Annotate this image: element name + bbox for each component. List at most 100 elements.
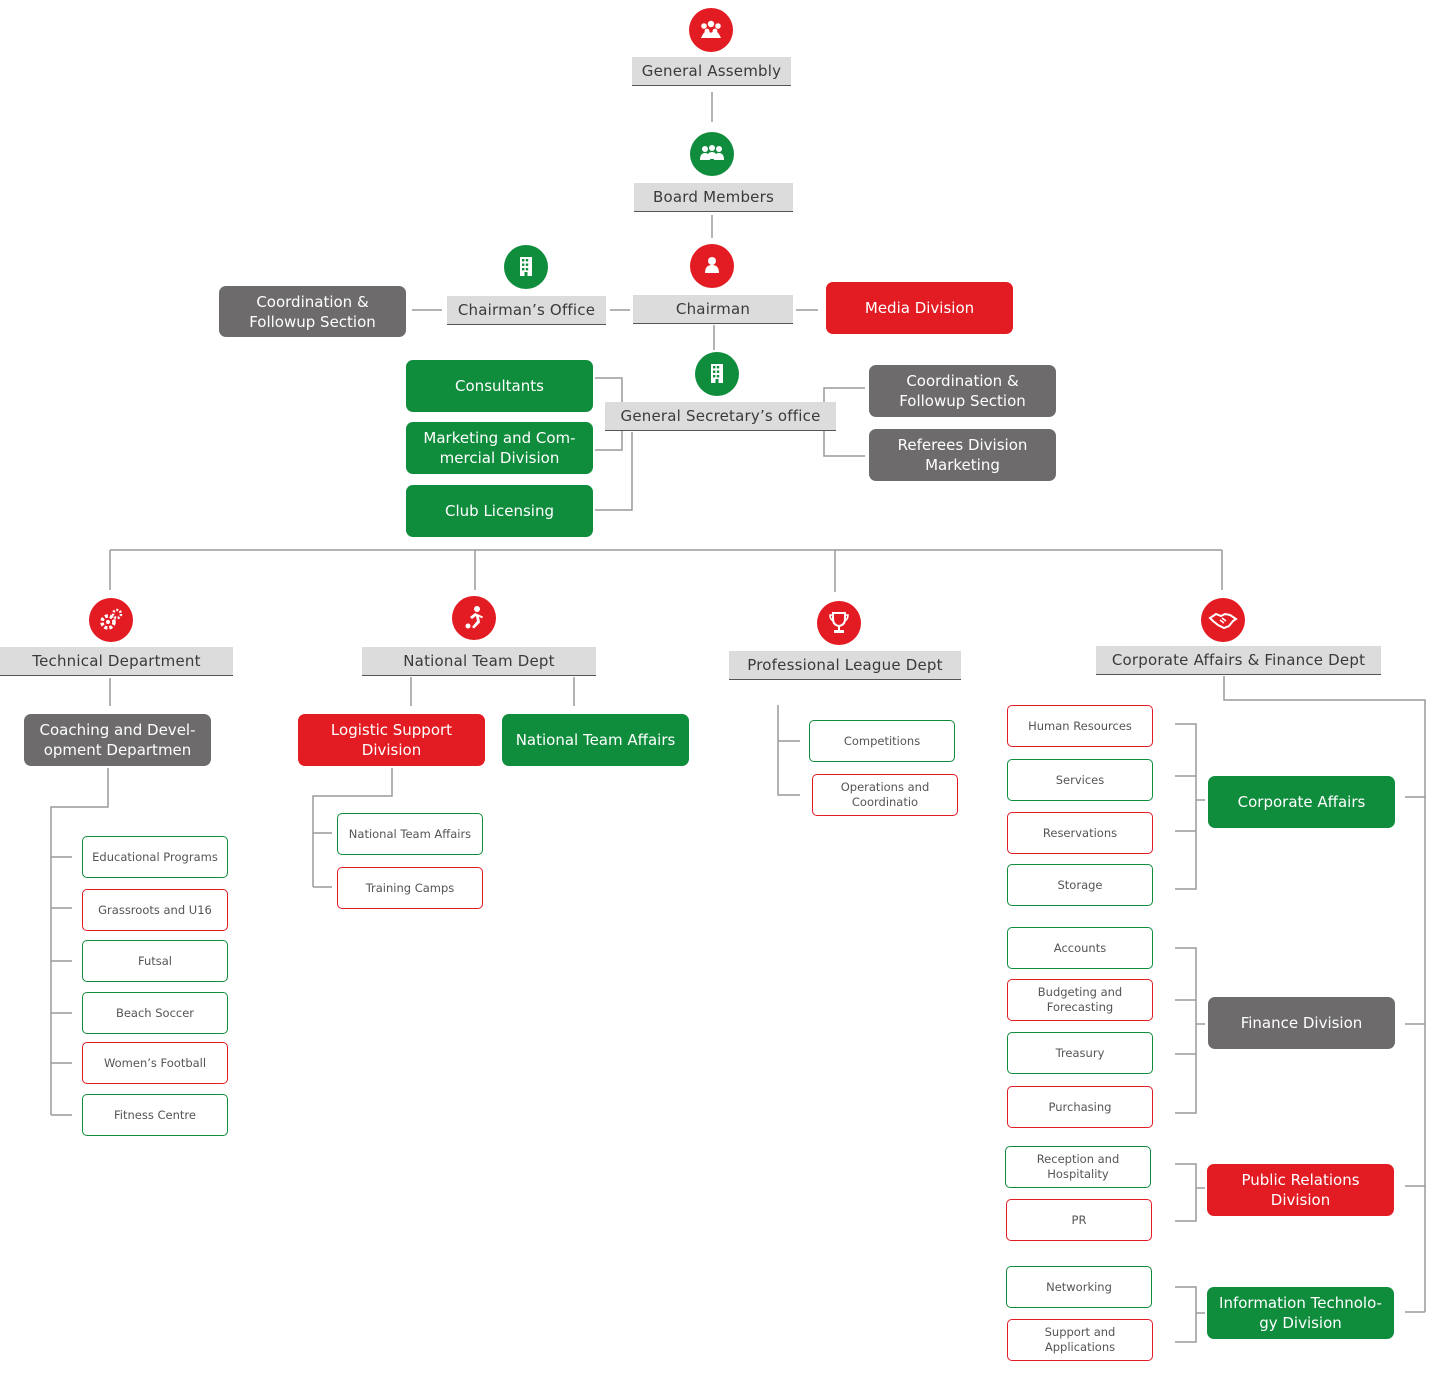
finance-sub-item: Purchasing (1007, 1086, 1153, 1128)
national-sub-item: Training Camps (337, 867, 483, 909)
corporate-affairs-sub-item: Storage (1007, 864, 1153, 906)
league-sub-item: Competitions (809, 720, 955, 762)
consultants-text: Consultants (455, 377, 544, 395)
coordination-followup-left: Coordination & Followup Section (219, 286, 406, 337)
public-relations-division-text: Public Relations Division (1241, 1171, 1360, 1209)
national-sub-item: National Team Affairs (337, 813, 483, 855)
building-icon (695, 352, 739, 396)
corporate-affairs-sub-item-text: Storage (1057, 877, 1103, 892)
corporate-affairs-sub-item: Reservations (1007, 812, 1153, 854)
media-division-text: Media Division (864, 299, 975, 317)
connector-line (1175, 723, 1197, 890)
people-group-icon (689, 8, 733, 52)
technical-sub-item-text: Beach Soccer (115, 1005, 195, 1020)
finance-sub-item-text: Budgeting and Forecasting (1037, 985, 1123, 1014)
technical-sub-item-text: Educational Programs (92, 849, 218, 864)
national-team-affairs-division: National Team Affairs (502, 714, 689, 766)
technical-sub-item: Educational Programs (82, 836, 228, 878)
board-members-icon (690, 132, 734, 176)
connector-line (1175, 1286, 1197, 1343)
public-relations-division: Public Relations Division (1207, 1164, 1394, 1216)
technical-sub-item-text: Women’s Football (103, 1055, 207, 1070)
gears-icon (89, 598, 133, 642)
finance-division: Finance Division (1208, 997, 1395, 1049)
it-division: Information Technolo-gy Division (1207, 1287, 1394, 1339)
marketing-commercial-division-text: Marketing and Com-mercial Division (423, 429, 576, 467)
handshake-icon (1201, 598, 1245, 642)
finance-sub-item: Treasury (1007, 1032, 1153, 1074)
corporate-affairs-division-text: Corporate Affairs (1237, 793, 1366, 811)
technical-sub-item-text: Grassroots and U16 (98, 902, 212, 917)
corporate-affairs-sub-item-text: Reservations (1042, 825, 1118, 840)
general-secretary-label-text: General Secretary’s office (620, 407, 821, 425)
board-members-label-text: Board Members (653, 188, 774, 206)
technical-sub-item: Grassroots and U16 (82, 889, 228, 931)
connector-line (1175, 947, 1197, 1114)
marketing-commercial-division: Marketing and Com-mercial Division (406, 422, 593, 474)
finance-sub-item-text: Accounts (1053, 940, 1107, 955)
finance-sub-item-text: Treasury (1055, 1045, 1105, 1060)
chairman-label: Chairman (633, 295, 793, 324)
club-licensing-text: Club Licensing (445, 502, 554, 520)
national-team-dept-label-text: National Team Dept (403, 652, 555, 670)
league-sub-item-text: Operations and Coordinatio (840, 780, 930, 809)
technical-sub-item: Women’s Football (82, 1042, 228, 1084)
technical-sub-item: Futsal (82, 940, 228, 982)
connector-line (1223, 676, 1426, 1312)
connector-line (1175, 1163, 1197, 1222)
technical-sub-item: Beach Soccer (82, 992, 228, 1034)
club-licensing: Club Licensing (406, 485, 593, 537)
technical-sub-item: Fitness Centre (82, 1094, 228, 1136)
trophy-icon (817, 601, 861, 645)
coordination-followup-left-text: Coordination & Followup Section (249, 292, 376, 331)
technical-department-label-text: Technical Department (32, 652, 201, 670)
coordination-followup-right-text: Coordination & Followup Section (899, 372, 1026, 410)
corporate-affairs-sub-item-text: Services (1055, 772, 1105, 787)
public-relations-sub-item-text: Reception and Hospitality (1036, 1152, 1120, 1181)
finance-sub-item: Budgeting and Forecasting (1007, 979, 1153, 1021)
corporate-finance-dept-label: Corporate Affairs & Finance Dept (1096, 646, 1381, 675)
coaching-development-dept-text: Coaching and Devel-opment Departmen (39, 721, 196, 759)
building-icon (504, 245, 548, 289)
person-icon (690, 244, 734, 288)
national-team-affairs-division-text: National Team Affairs (515, 731, 676, 749)
public-relations-sub-item-text: PR (1071, 1212, 1087, 1227)
chairmans-office-label-text: Chairman’s Office (457, 301, 596, 319)
connector-line (312, 768, 393, 887)
corporate-finance-dept-label-text: Corporate Affairs & Finance Dept (1111, 651, 1366, 669)
general-secretary-label: General Secretary’s office (605, 402, 836, 431)
national-sub-item-text: National Team Affairs (348, 826, 472, 841)
corporate-affairs-sub-item-text: Human Resources (1028, 718, 1132, 733)
technical-department-label: Technical Department (0, 647, 233, 676)
chairmans-office-label: Chairman’s Office (447, 296, 606, 325)
coaching-development-dept: Coaching and Devel-opment Departmen (24, 714, 211, 766)
general-assembly-label-text: General Assembly (641, 62, 782, 80)
consultants: Consultants (406, 360, 593, 412)
finance-sub-item: Accounts (1007, 927, 1153, 969)
finance-sub-item-text: Purchasing (1048, 1099, 1112, 1114)
technical-sub-item-text: Futsal (137, 953, 173, 968)
coordination-followup-right: Coordination & Followup Section (869, 365, 1056, 417)
connector-line (777, 705, 800, 796)
professional-league-dept-label: Professional League Dept (729, 651, 961, 680)
logistic-support-division: Logistic Support Division (298, 714, 485, 766)
public-relations-sub-item: PR (1006, 1199, 1152, 1241)
technical-sub-item-text: Fitness Centre (114, 1107, 196, 1122)
referees-division-marketing: Referees Division Marketing (869, 429, 1056, 481)
soccer-player-icon (452, 596, 496, 640)
league-sub-item: Operations and Coordinatio (812, 774, 958, 816)
public-relations-sub-item: Reception and Hospitality (1005, 1146, 1151, 1188)
logistic-support-division-text: Logistic Support Division (330, 721, 453, 759)
finance-division-text: Finance Division (1240, 1014, 1363, 1032)
national-sub-item-text: Training Camps (365, 880, 455, 895)
it-sub-item-text: Networking (1046, 1279, 1112, 1294)
media-division: Media Division (826, 282, 1013, 334)
it-division-text: Information Technolo-gy Division (1219, 1294, 1382, 1332)
chairman-label-text: Chairman (675, 300, 751, 318)
general-assembly-label: General Assembly (632, 57, 791, 86)
referees-division-marketing-text: Referees Division Marketing (897, 436, 1028, 474)
it-sub-item-text: Support and Applications (1044, 1325, 1116, 1354)
corporate-affairs-sub-item: Human Resources (1007, 705, 1153, 747)
